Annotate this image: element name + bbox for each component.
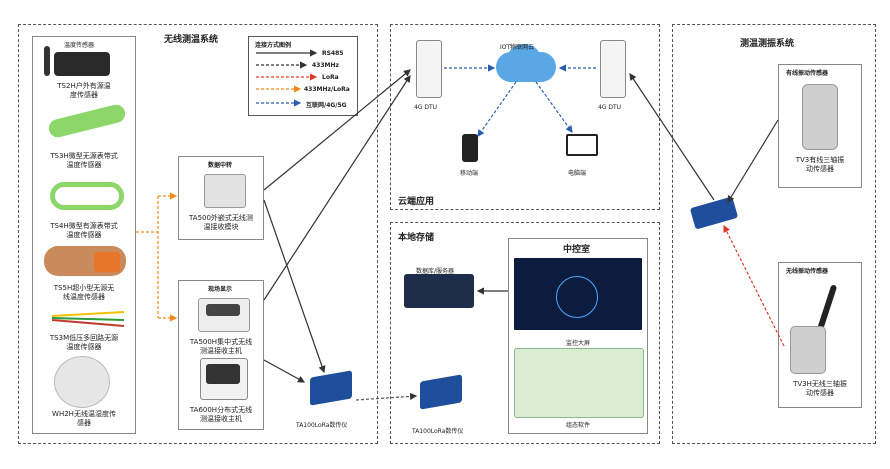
rs485-links xyxy=(263,69,411,383)
ts3m-label: TS3M低压多回路无源 温度传感器 xyxy=(49,334,119,351)
dtu-left-image xyxy=(416,40,442,98)
ts4h-sensor-image xyxy=(50,182,124,210)
data-relay-title: 数据中转 xyxy=(208,162,233,169)
internet-links xyxy=(444,64,596,137)
control-room-title: 中控室 xyxy=(563,245,591,255)
ts5h-label: TS5H超小型无源无 线温度传感器 xyxy=(53,284,115,301)
sensor-links xyxy=(136,192,178,322)
ta500-label: TA500外嵌式无线测 温接收模块 xyxy=(189,214,253,231)
legend-box xyxy=(248,36,358,116)
server-image xyxy=(404,274,474,308)
ta600h-screen xyxy=(206,364,240,384)
ts3h-label: TS3H微型无源表带式 温度传感器 xyxy=(50,152,118,169)
ts4h-label: TS4H微型有源表带式 温度传感器 xyxy=(50,222,118,239)
wh2h-label: WH2H无线温湿度传 感器 xyxy=(52,410,116,427)
wireless-system-title: 无线测温系统 xyxy=(164,35,219,45)
pc-label: 电脑端 xyxy=(568,170,587,177)
dtu-left-label: 4G DTU xyxy=(414,104,438,111)
cloud-icon-top xyxy=(508,44,540,70)
ts5h-sensor-body xyxy=(94,252,120,272)
scada-software-image xyxy=(514,348,644,418)
pc-monitor-icon xyxy=(566,134,598,156)
screen-label: 监控大屏 xyxy=(566,340,591,347)
mobile-label: 移动端 xyxy=(460,170,479,177)
cloud-label: IOT物联网云 xyxy=(500,44,535,51)
tv3h-sensor-image xyxy=(790,326,826,374)
wh2h-sensor-image xyxy=(54,356,110,408)
vibration-system-title: 测温测振系统 xyxy=(740,39,795,49)
ta500-module-image xyxy=(204,174,246,208)
legend-title: 连接方式图例 xyxy=(255,42,292,49)
legend-label-rs485: RS485 xyxy=(322,50,344,57)
local-storage-title: 本地存储 xyxy=(398,233,435,243)
ts3m-wires xyxy=(51,311,125,327)
legend-label-lora: LoRa xyxy=(322,74,339,81)
ta600h-label: TA600H分布式无线 测温接收主机 xyxy=(189,406,253,423)
sensor-group-title: 温度传感器 xyxy=(64,42,95,49)
monitor-screen-center xyxy=(556,276,598,318)
vibration-system-frame xyxy=(672,24,876,444)
ta500h-screen xyxy=(206,304,240,316)
ts2h-label: TS2H户外有源温 度传感器 xyxy=(57,82,111,99)
lora-right-label: TA100LoRa数传仪 xyxy=(412,428,464,435)
cloud-app-frame xyxy=(390,24,660,210)
lora-left-label: TA100LoRa数传仪 xyxy=(296,422,348,429)
legend-label-433-lora: 433MHz/LoRa xyxy=(304,86,350,93)
wireless-system-frame xyxy=(18,24,378,444)
tv3-sensor-image xyxy=(802,84,838,150)
legend-label-internet: 互联网/4G/5G xyxy=(306,102,347,109)
ts2h-sensor-image xyxy=(54,52,110,76)
tv3-label: TV3有线三轴振 动传感器 xyxy=(795,156,845,173)
legend-lines xyxy=(256,49,318,107)
field-display-title: 现场显示 xyxy=(208,286,233,293)
lora-to-lora-link xyxy=(355,392,418,401)
dtu-right-label: 4G DTU xyxy=(598,104,622,111)
dtu-right-image xyxy=(600,40,626,98)
ta500h-label: TA500H集中式无线 测温接收主机 xyxy=(189,338,253,355)
db-label: 数据库/服务器 xyxy=(416,268,455,275)
vibration-links xyxy=(629,73,785,347)
legend-label-433: 433MHz xyxy=(312,62,340,69)
wireless-sensor-title: 无线振动传感器 xyxy=(786,268,829,275)
wired-sensor-title: 有线振动传感器 xyxy=(786,70,829,77)
software-label: 组态软件 xyxy=(566,422,591,429)
mobile-phone-icon xyxy=(462,134,478,162)
tv3h-label: TV3H无线三轴振 动传感器 xyxy=(793,380,847,397)
local-storage-frame xyxy=(390,222,660,444)
cloud-app-title: 云端应用 xyxy=(398,197,435,207)
ts2h-antenna-image xyxy=(44,46,50,76)
